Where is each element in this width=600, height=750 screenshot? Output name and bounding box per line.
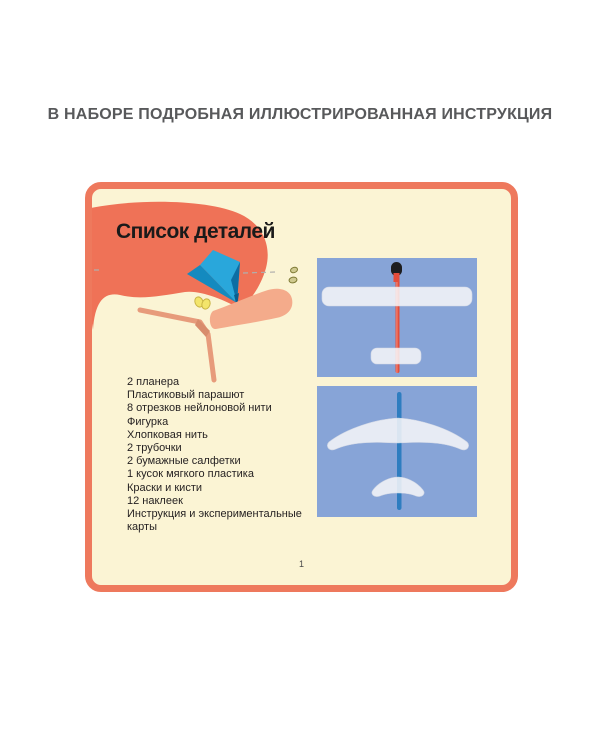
hand-launching-plane-illustration xyxy=(92,201,298,383)
glider-photo-bottom xyxy=(317,386,477,517)
list-item: 2 трубочки xyxy=(127,442,182,455)
parts-list-title: Список деталей xyxy=(116,220,275,243)
list-item: Пластиковый парашют xyxy=(127,389,245,402)
list-item: Фигурка xyxy=(127,415,169,428)
list-item: 8 отрезков нейлоновой нити xyxy=(127,402,272,415)
launcher-stick-shape xyxy=(137,307,217,383)
page-title: В НАБОРЕ ПОДРОБНАЯ ИЛЛЮСТРИРОВАННАЯ ИНСТ… xyxy=(47,106,553,123)
glider-blue-icon xyxy=(327,392,469,510)
list-item: 12 наклеек xyxy=(127,494,183,507)
doodle-icon xyxy=(288,266,298,284)
glider-photo-top xyxy=(317,258,477,377)
page-number: 1 xyxy=(298,559,304,569)
list-item: Краски и кисти xyxy=(127,481,202,494)
hand-arm-shape xyxy=(209,288,293,330)
list-item: 2 планера xyxy=(127,376,180,388)
motion-dash-right xyxy=(242,271,277,274)
paper-plane-icon xyxy=(187,250,240,307)
instruction-page-card: Список деталей 2 планера Пластиковый пар… xyxy=(85,182,518,592)
glider-red-icon xyxy=(321,262,473,373)
butterfly-icon xyxy=(194,296,211,310)
list-item: Хлопковая нить xyxy=(127,428,208,441)
parts-list: 2 планера Пластиковый парашют 8 отрезков… xyxy=(127,376,313,534)
launcher-elbow-shade xyxy=(195,319,210,337)
list-item: Инструкция и экспериментальные карты xyxy=(127,508,302,534)
list-item: 1 кусок мягкого пластика xyxy=(127,468,254,481)
ribbon-banner-shape xyxy=(92,201,268,330)
list-item: 2 бумажные салфетки xyxy=(127,455,241,468)
